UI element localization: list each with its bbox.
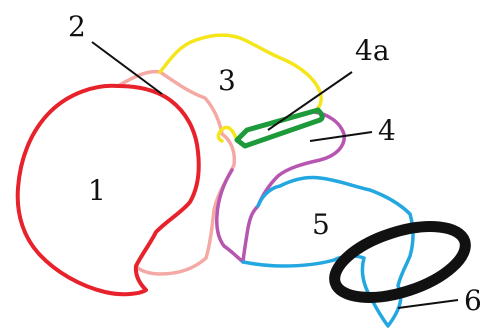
leader-line-6 [397,299,459,309]
leader-line-2 [91,41,163,95]
label-2: 2 [68,10,86,43]
region-5-outline [241,175,415,328]
label-4a: 4a [355,34,390,67]
leader-line-4 [309,131,373,142]
region-2-outline [116,69,237,276]
region-1-outline [15,83,201,297]
label-3: 3 [218,64,236,97]
label-1: 1 [88,174,106,207]
region-6-ring [329,221,471,303]
label-5: 5 [312,208,330,241]
region-4a-outline [234,107,325,149]
label-6: 6 [464,284,482,317]
region-4-outline [215,110,346,264]
label-4: 4 [378,114,396,147]
leader-line-4a [267,71,353,131]
